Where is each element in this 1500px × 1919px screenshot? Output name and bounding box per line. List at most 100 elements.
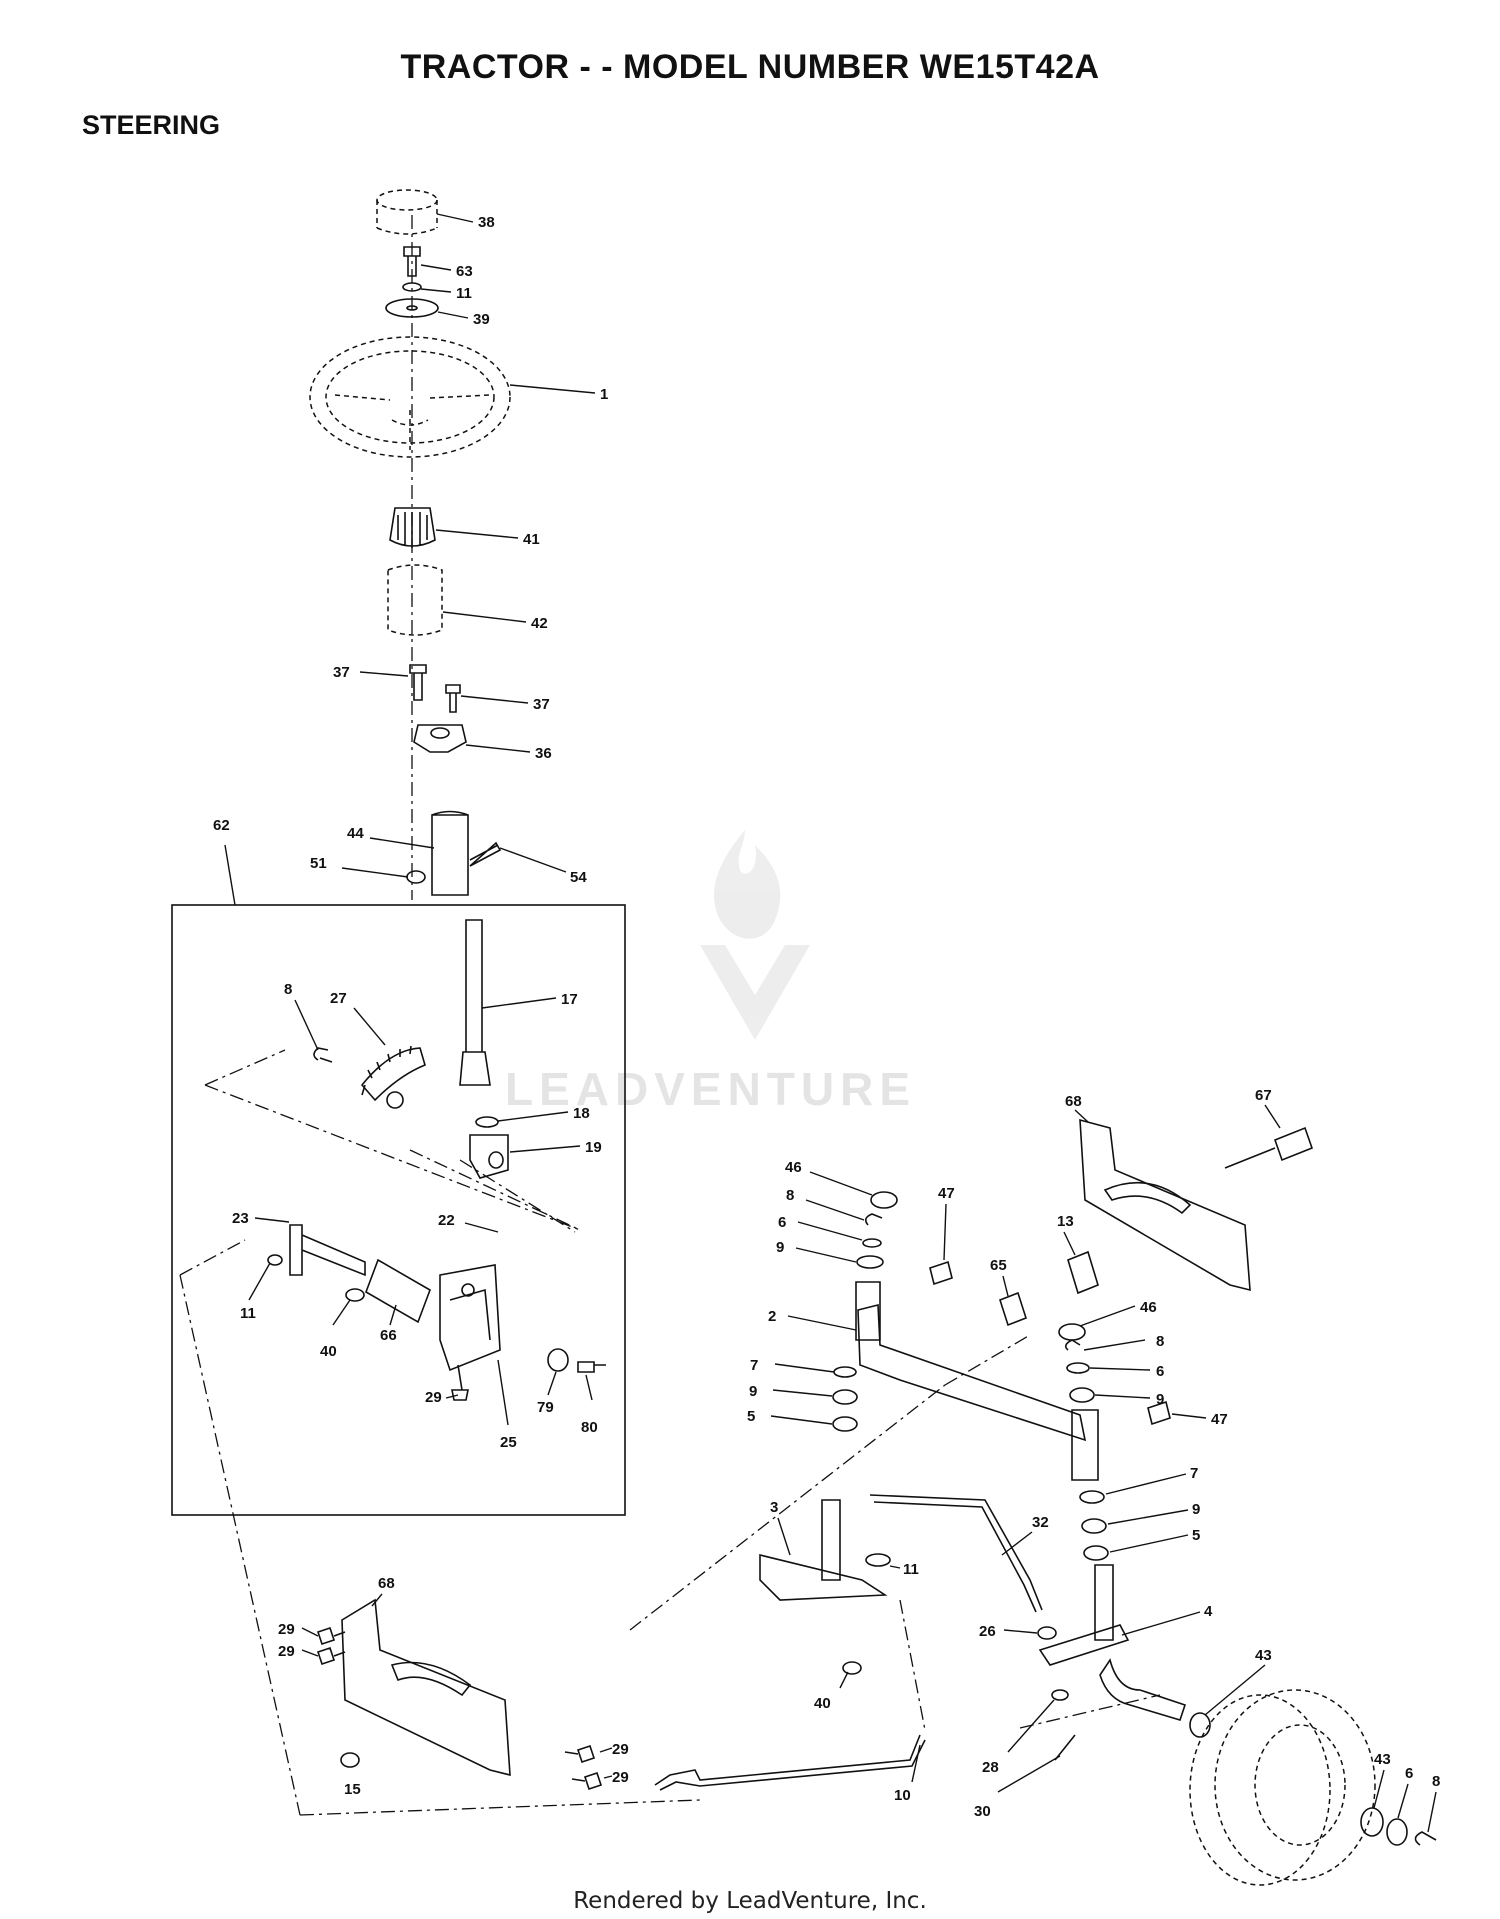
part-cap-body bbox=[376, 200, 438, 235]
callout-label: 11 bbox=[903, 1561, 919, 1578]
part-bolt-37a bbox=[409, 664, 427, 701]
part-front-wheel-rim bbox=[1254, 1724, 1346, 1846]
callout-label: 66 bbox=[380, 1327, 397, 1344]
callout-label: 10 bbox=[894, 1787, 911, 1804]
callout-label: 11 bbox=[240, 1305, 256, 1322]
callout-label: 6 bbox=[778, 1214, 786, 1231]
callout-label: 25 bbox=[500, 1434, 517, 1451]
part-cap-46a bbox=[870, 1191, 898, 1209]
callout-label: 65 bbox=[990, 1257, 1007, 1274]
callout-label: 62 bbox=[213, 817, 230, 834]
part-adapter-41 bbox=[389, 507, 436, 548]
part-bolt-80 bbox=[577, 1361, 606, 1373]
callout-label: 7 bbox=[1190, 1465, 1198, 1482]
part-bushing-19-hole bbox=[488, 1151, 504, 1169]
callout-label: 41 bbox=[523, 531, 540, 548]
callout-label: 8 bbox=[1156, 1333, 1164, 1350]
part-spindle-3 bbox=[759, 1499, 888, 1601]
callout-label: 40 bbox=[814, 1695, 831, 1712]
part-bolt-29e bbox=[571, 1771, 603, 1791]
part-front-axle-2 bbox=[857, 1303, 1087, 1442]
part-washer-11b bbox=[865, 1553, 891, 1567]
part-washer-9b bbox=[832, 1389, 858, 1405]
callout-label: 38 bbox=[478, 214, 495, 231]
part-gear-hub bbox=[386, 1091, 404, 1109]
callout-label: 37 bbox=[533, 696, 550, 713]
callout-label: 32 bbox=[1032, 1514, 1049, 1531]
callout-label: 2 bbox=[768, 1308, 776, 1325]
part-washer-6b bbox=[1066, 1362, 1090, 1374]
part-clip-8b bbox=[1064, 1339, 1081, 1351]
part-clip-8c bbox=[1414, 1831, 1437, 1846]
callout-label: 28 bbox=[982, 1759, 999, 1776]
callout-label: 27 bbox=[330, 990, 347, 1007]
part-washer-6a bbox=[862, 1238, 882, 1248]
part-bolt-29d bbox=[564, 1744, 596, 1764]
part-bolt-67 bbox=[1224, 1126, 1314, 1169]
part-bolt-29c bbox=[316, 1646, 346, 1666]
callout-label: 43 bbox=[1374, 1751, 1391, 1768]
part-drag-link-32 bbox=[869, 1494, 1043, 1613]
part-steering-wheel-spokes bbox=[334, 394, 491, 450]
callout-label: 46 bbox=[785, 1159, 802, 1176]
callout-label: 9 bbox=[1156, 1391, 1164, 1408]
footer-credit: Rendered by LeadVenture, Inc. bbox=[573, 1888, 927, 1914]
part-washer-43a bbox=[1189, 1712, 1211, 1738]
callout-label: 80 bbox=[581, 1419, 598, 1436]
part-spacer-65 bbox=[999, 1291, 1027, 1327]
part-washer-5b bbox=[1083, 1545, 1109, 1561]
part-bracket-68-slot bbox=[390, 1661, 472, 1697]
callout-label: 23 bbox=[232, 1210, 249, 1227]
assembly-chain-line-2 bbox=[179, 1239, 701, 1816]
assembly-chain-line bbox=[204, 1049, 581, 1233]
callout-label: 22 bbox=[438, 1212, 455, 1229]
callout-label: 29 bbox=[278, 1643, 295, 1660]
callout-label: 13 bbox=[1057, 1213, 1074, 1230]
callout-label: 40 bbox=[320, 1343, 337, 1360]
part-steering-wheel-inner bbox=[325, 350, 495, 444]
part-fitting-47a bbox=[929, 1260, 953, 1286]
callout-label: 29 bbox=[612, 1741, 629, 1758]
callout-label: 8 bbox=[284, 981, 292, 998]
part-axle-kingpin-right bbox=[1071, 1409, 1099, 1481]
callout-label: 1 bbox=[600, 386, 608, 403]
callout-label: 29 bbox=[278, 1621, 295, 1638]
callout-label: 6 bbox=[1156, 1363, 1164, 1380]
part-plate-39 bbox=[385, 298, 439, 318]
part-pin-30 bbox=[1054, 1734, 1076, 1761]
callout-label: 11 bbox=[456, 285, 472, 302]
part-fitting-47b bbox=[1147, 1400, 1171, 1426]
axle-chain-line bbox=[629, 1334, 1031, 1631]
part-front-wheel-tire bbox=[1214, 1689, 1376, 1881]
callout-label: 29 bbox=[612, 1769, 629, 1786]
part-clip-8a bbox=[864, 1213, 883, 1226]
section-heading: STEERING bbox=[82, 110, 221, 140]
part-bracket-68-upper bbox=[1079, 1118, 1251, 1292]
part-washer-5a bbox=[832, 1416, 858, 1432]
part-sector-gear-27 bbox=[360, 1045, 426, 1102]
callout-label: 68 bbox=[1065, 1093, 1082, 1110]
callout-label: 47 bbox=[1211, 1411, 1228, 1428]
watermark-logo bbox=[700, 830, 810, 1040]
part-washer-7a bbox=[833, 1366, 857, 1378]
callout-label: 5 bbox=[747, 1408, 755, 1425]
callout-label: 54 bbox=[570, 869, 587, 886]
callout-label: 8 bbox=[1432, 1773, 1440, 1790]
part-bolt-37b bbox=[445, 684, 461, 713]
part-bracket-25-hole bbox=[461, 1283, 475, 1297]
part-steering-wheel bbox=[309, 336, 511, 458]
callout-label: 6 bbox=[1405, 1765, 1413, 1782]
callout-label: 79 bbox=[537, 1399, 554, 1416]
callout-label: 15 bbox=[344, 1781, 361, 1798]
callout-label: 9 bbox=[749, 1383, 757, 1400]
part-washer-43b bbox=[1360, 1807, 1384, 1837]
part-spacer-66 bbox=[365, 1258, 431, 1324]
callout-label: 29 bbox=[425, 1389, 442, 1406]
part-front-wheel-tire-outer bbox=[1189, 1694, 1331, 1886]
part-washer-7b bbox=[1079, 1490, 1105, 1504]
part-washer-9d bbox=[1081, 1518, 1107, 1534]
part-bracket-68-lower bbox=[341, 1598, 511, 1777]
part-washer-11a bbox=[267, 1254, 283, 1266]
part-nut-51 bbox=[406, 870, 426, 884]
callout-label: 9 bbox=[1192, 1501, 1200, 1518]
